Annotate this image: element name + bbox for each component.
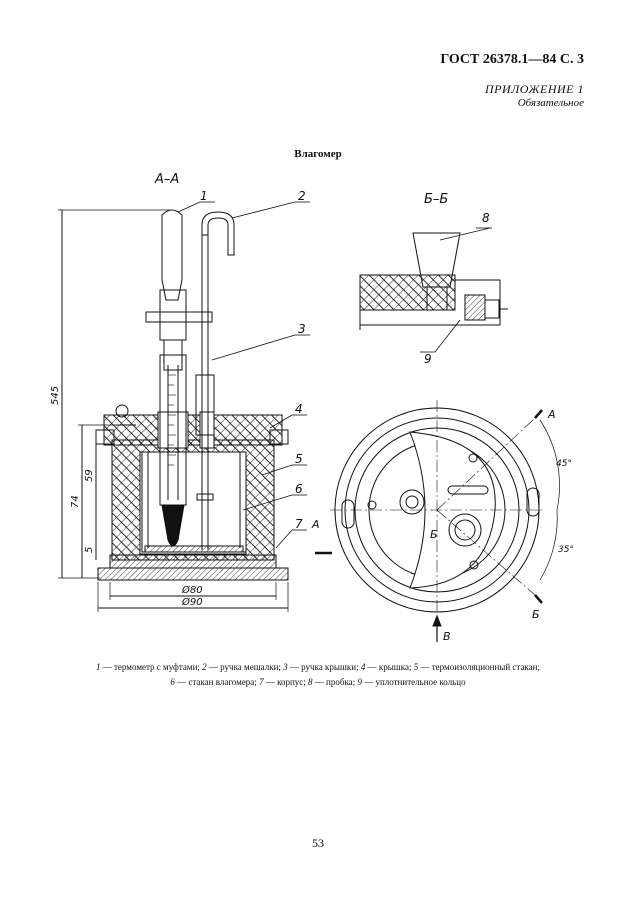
caption-text-7: — корпус; [263, 677, 309, 687]
view-mark-v: В [443, 630, 451, 643]
technical-drawing: А–А 545 74 59 5 [50, 172, 574, 643]
appendix-label: ПРИЛОЖЕНИЕ 1 [485, 82, 584, 96]
part-label-9: 9 [424, 352, 432, 366]
part-label-5: 5 [295, 452, 303, 466]
dim-545: 545 [50, 386, 61, 405]
part-label-3: 3 [298, 322, 306, 336]
part-label-7: 7 [295, 517, 303, 531]
plan-view: 45° 35° А Б Б В [330, 400, 574, 643]
dim-59: 59 [84, 469, 95, 482]
figure-title: Влагомер [294, 148, 342, 160]
view-mark-b-center: Б [430, 528, 438, 541]
view-mark-a-left: А [311, 518, 320, 531]
part-label-1: 1 [200, 189, 208, 203]
part-label-4: 4 [295, 402, 303, 416]
section-aa-label: А–А [154, 172, 179, 187]
angle-35: 35° [558, 545, 574, 555]
caption-num-5: 5 [413, 662, 419, 672]
section-bb-view: Б–Б 8 9 [359, 192, 508, 366]
view-mark-b-outer: Б [532, 608, 540, 621]
section-aa-view: А–А 545 74 59 5 [50, 172, 332, 612]
section-bb-label: Б–Б [424, 192, 448, 207]
caption-num-3: 3 [283, 662, 288, 672]
caption-text-6: — стакан влагомера; [174, 677, 260, 687]
figure-caption: 1 — термометр с муфтами; 2 — ручка мешал… [40, 660, 596, 690]
dim-diam-80: Ø80 [181, 584, 203, 596]
part-label-8: 8 [482, 211, 490, 225]
caption-num-9: 9 [357, 677, 362, 687]
view-mark-a-right: А [547, 408, 556, 421]
standard-header: ГОСТ 26378.1—84 С. 3 [440, 52, 584, 67]
caption-line-2: 6 — стакан влагомера; 7 — корпус; 8 — пр… [170, 677, 465, 687]
caption-text-4: — крышка; [365, 662, 414, 672]
caption-num-7: 7 [259, 677, 264, 687]
caption-text-3: — ручка крышки; [287, 662, 361, 672]
angle-45: 45° [556, 459, 572, 469]
caption-text-5: — термоизоляционный стакан; [418, 662, 540, 672]
dim-diam-90: Ø90 [181, 596, 203, 608]
page-number: 53 [312, 836, 324, 850]
dim-74: 74 [70, 495, 81, 508]
mandatory-label: Обязательное [517, 97, 584, 109]
part-label-2: 2 [298, 189, 306, 203]
part-label-6: 6 [295, 482, 303, 496]
caption-text-9: — уплотнительное кольцо [361, 677, 466, 687]
caption-num-4: 4 [360, 662, 366, 672]
caption-num-8: 8 [308, 677, 313, 687]
caption-text-8: — пробка; [312, 677, 358, 687]
caption-num-2: 2 [202, 662, 207, 672]
caption-text-2: — ручка мешалки; [206, 662, 284, 672]
caption-line-1: 1 — термометр с муфтами; 2 — ручка мешал… [96, 662, 540, 672]
dim-5: 5 [84, 547, 95, 553]
caption-num-1: 1 [96, 662, 101, 672]
caption-num-6: 6 [170, 677, 175, 687]
caption-text-1: — термометр с муфтами; [100, 662, 203, 672]
